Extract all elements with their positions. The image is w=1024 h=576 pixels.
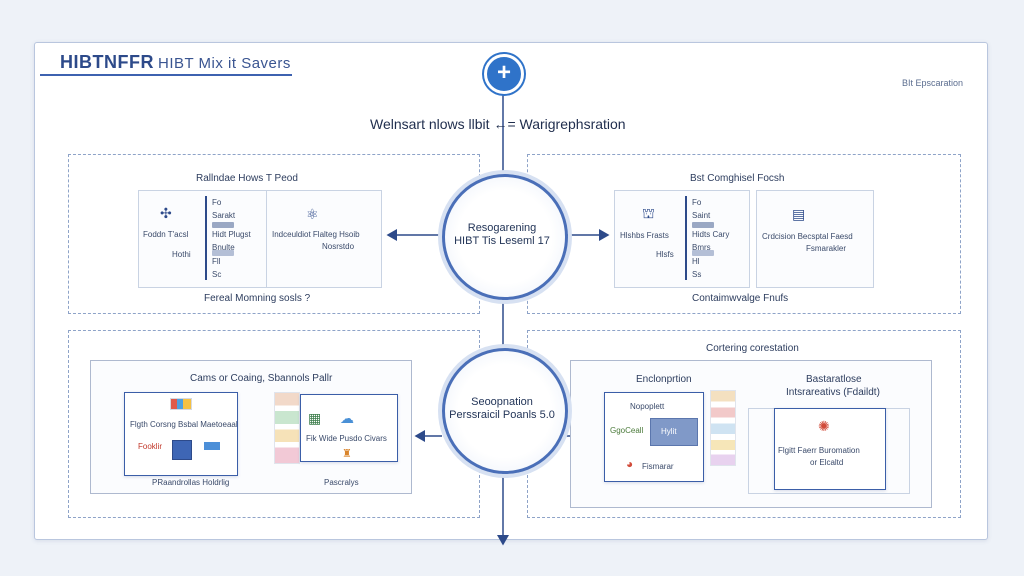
top-left-bracket: [205, 196, 207, 280]
bottom-hub-label: Seoopnation Perssraicil Poanls 5.0: [447, 396, 557, 422]
bottom-right-subtitle-2b: Intsrareativs (Fdaildt): [786, 387, 880, 398]
bottom-right-card-1-brand: GgoCeall: [610, 426, 644, 435]
top-left-chip-2: [212, 250, 234, 256]
top-left-label-2: Hothi: [172, 250, 191, 259]
logo-subtitle: HIBT Mix it Savers: [157, 55, 291, 72]
bottom-right-card-2-label-2: or Elcaltd: [810, 458, 844, 467]
top-right-box-a: [614, 190, 750, 288]
top-left-title: Rallndae Hows T Peod: [196, 173, 298, 184]
top-right-list-5: Ss: [692, 270, 702, 279]
logo-underline: [40, 74, 292, 76]
bottom-left-title: Cams or Coaing, Sbannols Pallr: [190, 373, 333, 384]
card-1-button-label: Hylit: [661, 427, 677, 436]
top-left-label-1: Foddn T'acsl: [143, 230, 189, 239]
top-right-list-1: Saint: [692, 211, 711, 220]
add-button[interactable]: +: [484, 54, 524, 94]
top-hub-line-2: HIBT Tis Leseml 17: [454, 235, 550, 247]
card-1-thumbnail: [170, 398, 192, 410]
card-1-chip: [204, 442, 220, 450]
top-right-list-4: Hl: [692, 257, 700, 266]
bottom-left-caption-1: PRaandrollas Holdrlig: [152, 478, 230, 487]
top-hub-label: Resogarening HIBT Tis Leseml 17: [447, 222, 557, 248]
bottom-hub-line-2: Perssraicil Poanls 5.0: [449, 409, 555, 421]
bottom-left-thumbnail-strip: [274, 392, 300, 464]
top-right-list-2: Hidts Cary: [692, 230, 730, 239]
bottom-right-card-2: [774, 408, 886, 490]
person-icon: ✣: [160, 205, 172, 221]
top-left-list-3: Bnulte: [212, 243, 235, 252]
figure-icon: ♜: [342, 448, 352, 460]
bottom-left-card-2-label: Fik Wide Pusdo Civars: [306, 434, 387, 443]
bottom-right-subtitle-1: Enclonprtion: [636, 374, 692, 385]
diagram-heading: Welnsart nlows llbit ←= Warigrephsration: [370, 116, 626, 132]
logo-main: HIBTNFFR: [60, 52, 154, 72]
top-right-chip-2: [692, 250, 714, 256]
cloud-icon: ☁: [340, 410, 354, 426]
top-left-right-label-2: Nosrstdo: [322, 242, 355, 251]
bottom-left-card-1: [124, 392, 238, 476]
document-icon: ▤: [792, 206, 806, 222]
top-right-box-b: [756, 190, 874, 288]
top-right-label: BIt Epscaration: [902, 78, 964, 88]
gear-person-icon: ✺: [818, 418, 830, 434]
bottom-left-card-1-label-1: Flgth Corsng Bsbal Maetoeaal: [130, 420, 238, 429]
bottom-hub-circle[interactable]: [442, 348, 568, 474]
top-right-title: Bst Comghisel Focsh: [690, 173, 785, 184]
bottom-right-thumbnail-strip: [710, 390, 736, 466]
bottom-right-card-1-button[interactable]: Hylit: [650, 418, 698, 446]
bottom-left-card-2: [300, 394, 398, 462]
bottom-right-card-1-label: Nopoplett: [630, 402, 665, 411]
top-right-bracket: [685, 196, 687, 280]
top-right-list-0: Fo: [692, 198, 702, 207]
bottom-left-card-1-label-2: Fooklir: [138, 442, 163, 451]
bottom-right-title: Cortering corestation: [706, 343, 799, 354]
bottom-right-card-2-label-1: Flgitt Faerr Buromation: [778, 446, 860, 455]
top-right-label-1: Hlshbs Frasts: [620, 231, 669, 240]
tower-icon: ⛫: [642, 205, 655, 221]
top-right-right-label-2: Fsmarakler: [806, 244, 847, 253]
bottom-right-card-1-footer: Fismarar: [642, 462, 674, 471]
bottom-left-caption-2: Pascralys: [324, 478, 359, 487]
top-hub-line-1: Resogarening: [467, 222, 537, 234]
top-left-list-5: Sc: [212, 270, 222, 279]
top-left-list-0: Fo: [212, 198, 222, 207]
bottom-right-subtitle-2a: Bastaratlose: [806, 374, 862, 385]
chart-icon: ▦: [308, 410, 322, 426]
app-logo-icon: ◕: [626, 457, 634, 471]
top-left-box-b: [266, 190, 382, 288]
top-right-list-3: Bmrs: [692, 243, 711, 252]
top-left-right-label-1: Indceuldiot Flalteg Hsoib: [272, 230, 360, 239]
top-left-list-4: Fll: [212, 257, 221, 266]
bottom-hub-line-1: Seoopnation: [471, 396, 533, 408]
top-hub-circle[interactable]: [442, 174, 568, 300]
top-left-list-1: Sarakt: [212, 211, 236, 220]
top-left-list-2: Hidt Plugst: [212, 230, 251, 239]
network-icon: ⚛: [306, 206, 319, 222]
top-left-footer: Fereal Momning sosls ?: [204, 293, 311, 304]
top-left-chip-1: [212, 222, 234, 228]
top-right-label-2: Hlsfs: [656, 250, 674, 259]
top-right-right-label-1: Crdcision Becsptal Faesd: [762, 232, 853, 241]
top-right-chip-1: [692, 222, 714, 228]
top-left-box-a: [138, 190, 268, 288]
card-1-block: [172, 440, 192, 460]
top-right-footer: Contaimwvalge Fnufs: [692, 293, 789, 304]
